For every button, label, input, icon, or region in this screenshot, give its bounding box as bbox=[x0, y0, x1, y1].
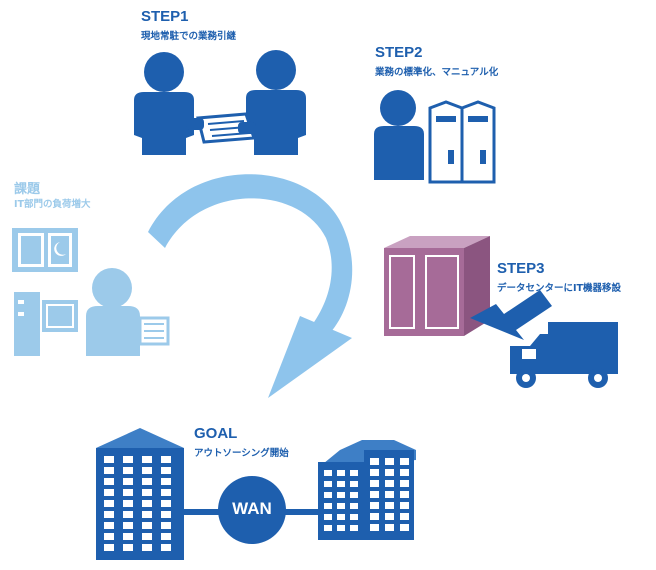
building-window bbox=[400, 513, 409, 520]
building-window bbox=[385, 458, 394, 465]
building-window bbox=[385, 480, 394, 487]
building-window bbox=[161, 467, 171, 474]
building-window bbox=[385, 524, 394, 531]
goal-title: GOAL bbox=[194, 425, 238, 442]
building-window bbox=[142, 533, 152, 540]
building-window bbox=[370, 491, 379, 498]
building-window bbox=[104, 544, 114, 551]
building-window bbox=[123, 467, 133, 474]
building-window bbox=[142, 478, 152, 485]
truck-arrow-icon bbox=[470, 290, 552, 340]
building-window bbox=[123, 533, 133, 540]
building-window bbox=[161, 533, 171, 540]
building-window bbox=[161, 500, 171, 507]
building-window bbox=[350, 503, 358, 509]
building-window bbox=[104, 467, 114, 474]
building-window bbox=[370, 480, 379, 487]
building-window bbox=[400, 524, 409, 531]
building-window bbox=[350, 470, 358, 476]
building-window bbox=[161, 456, 171, 463]
building-window bbox=[123, 489, 133, 496]
building-window bbox=[142, 489, 152, 496]
building-window bbox=[123, 544, 133, 551]
building-window bbox=[337, 492, 345, 498]
building-window bbox=[400, 458, 409, 465]
building-window bbox=[123, 511, 133, 518]
busy-person-icon bbox=[12, 228, 170, 356]
curved-arrow-icon bbox=[148, 174, 353, 398]
building-window bbox=[123, 456, 133, 463]
building-window bbox=[337, 503, 345, 509]
building-window bbox=[104, 511, 114, 518]
building-window bbox=[324, 525, 332, 531]
handover-people-icon bbox=[134, 50, 306, 155]
goal-subtitle: アウトソーシング開始 bbox=[194, 448, 289, 459]
building-window bbox=[161, 478, 171, 485]
building-window bbox=[400, 469, 409, 476]
building-window bbox=[123, 478, 133, 485]
wan-circle-icon bbox=[218, 476, 286, 544]
building-window bbox=[104, 456, 114, 463]
step2-title: STEP2 bbox=[375, 44, 423, 61]
building-window bbox=[370, 513, 379, 520]
building-window bbox=[161, 544, 171, 551]
building-window bbox=[324, 514, 332, 520]
building-window bbox=[400, 502, 409, 509]
building-window bbox=[161, 511, 171, 518]
step3-subtitle: データセンターにIT機器移設 bbox=[497, 283, 622, 294]
building-window bbox=[337, 525, 345, 531]
building-window bbox=[324, 481, 332, 487]
building-window bbox=[370, 524, 379, 531]
issue-title: 課題 bbox=[14, 182, 41, 197]
building-window bbox=[350, 514, 358, 520]
building-window bbox=[123, 522, 133, 529]
building-window bbox=[104, 489, 114, 496]
building-window bbox=[385, 513, 394, 520]
building-window bbox=[142, 500, 152, 507]
building-window bbox=[400, 480, 409, 487]
building-window bbox=[142, 511, 152, 518]
building-window bbox=[324, 492, 332, 498]
building-window bbox=[104, 500, 114, 507]
wan-label: WAN bbox=[232, 499, 272, 518]
building-window bbox=[161, 489, 171, 496]
building-window bbox=[385, 491, 394, 498]
building-window bbox=[385, 469, 394, 476]
building-window bbox=[104, 533, 114, 540]
person-with-binders-icon bbox=[374, 90, 496, 184]
building-window bbox=[104, 478, 114, 485]
truck-icon bbox=[510, 322, 618, 388]
building-window bbox=[142, 522, 152, 529]
building-window bbox=[385, 502, 394, 509]
step2-subtitle: 業務の標準化、マニュアル化 bbox=[375, 67, 499, 78]
step1-subtitle: 現地常駐での業務引継 bbox=[141, 31, 237, 42]
building-icon-right bbox=[318, 440, 416, 540]
building-window bbox=[142, 544, 152, 551]
issue-subtitle: IT部門の負荷増大 bbox=[14, 199, 91, 210]
building-window bbox=[104, 522, 114, 529]
building-window bbox=[370, 502, 379, 509]
building-window bbox=[161, 522, 171, 529]
building-window bbox=[337, 470, 345, 476]
building-window bbox=[324, 503, 332, 509]
step1-title: STEP1 bbox=[141, 8, 189, 25]
building-window bbox=[324, 470, 332, 476]
building-window bbox=[142, 456, 152, 463]
step3-title: STEP3 bbox=[497, 260, 545, 277]
building-window bbox=[337, 514, 345, 520]
building-window bbox=[370, 469, 379, 476]
building-window bbox=[350, 481, 358, 487]
building-window bbox=[337, 481, 345, 487]
server-rack-icon bbox=[384, 236, 490, 336]
building-window bbox=[400, 491, 409, 498]
building-window bbox=[123, 500, 133, 507]
building-window bbox=[350, 525, 358, 531]
building-window bbox=[142, 467, 152, 474]
building-window bbox=[370, 458, 379, 465]
building-icon bbox=[96, 428, 184, 560]
building-window bbox=[350, 492, 358, 498]
